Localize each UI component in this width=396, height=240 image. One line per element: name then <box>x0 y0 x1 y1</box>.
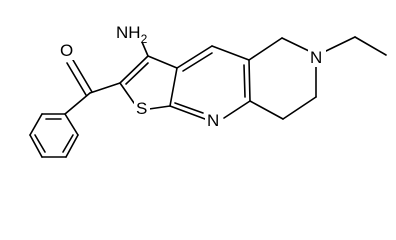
bond-phenyl-3 <box>29 134 43 158</box>
bond-c3-amino <box>141 41 149 57</box>
bond-phenyl-5-inner <box>62 134 74 153</box>
bond-carbonyl-double-a <box>72 59 93 93</box>
bond-pyridine-n-c7a-inner <box>174 102 204 114</box>
amino-nitrogen-symbol: N <box>116 23 128 42</box>
svg-text:NH2: NH2 <box>116 23 148 46</box>
bonds <box>29 36 387 158</box>
bond-pyridine-c4a-c8a-inner <box>243 64 246 98</box>
bond-pyridine-c4a-c8a <box>248 59 251 102</box>
bond-thiophene-c7a-s <box>148 105 171 110</box>
bond-phenyl-carbonyl <box>64 92 91 115</box>
bond-thiophene-c3a-c7a <box>169 67 178 107</box>
piperidine-nitrogen-symbol: N <box>310 48 322 67</box>
bond-thiophene-c2-c3-inner <box>125 62 149 85</box>
bond-thiophene-c3-c3a <box>147 55 178 69</box>
amino-hydrogen-symbol: H <box>128 23 140 42</box>
bond-ring-c4a-c5 <box>248 37 283 61</box>
bond-carbonyl-thiophene <box>89 82 121 94</box>
bond-ethyl-ch2-ch3 <box>354 36 387 56</box>
bond-thiophene-c2-c3 <box>119 55 149 84</box>
bond-phenyl-2 <box>29 113 43 136</box>
pyridine-nitrogen-symbol: N <box>207 111 219 130</box>
bond-n6-ethyl-ch2 <box>325 36 356 52</box>
molecule-structure: NH2 O S N N <box>29 18 387 158</box>
pyridine-nitrogen-label: N <box>205 110 223 130</box>
thiophene-sulfur-label: S <box>134 98 150 118</box>
bond-pyridine-c8a-n <box>223 100 251 119</box>
amino-hydrogen-count: 2 <box>141 32 148 46</box>
bond-thiophene-s-c2 <box>119 82 135 104</box>
atom-labels: NH2 O S N N <box>58 18 326 130</box>
bond-ring-c5-n6 <box>281 37 310 52</box>
bond-ring-c7-c8 <box>282 96 317 120</box>
thiophene-sulfur-symbol: S <box>136 99 147 118</box>
bond-ring-c8-c8a <box>249 100 284 120</box>
piperidine-nitrogen-label: N <box>308 47 326 67</box>
bond-pyridine-c3a-c4-inner <box>182 52 213 72</box>
ketone-oxygen-symbol: O <box>60 41 73 60</box>
bond-phenyl-3-inner <box>34 134 46 153</box>
bond-pyridine-n-c7a <box>169 105 206 120</box>
ketone-oxygen-label: O <box>58 40 74 60</box>
bond-pyridine-c3a-c4 <box>176 45 213 69</box>
bond-phenyl-5 <box>65 134 79 158</box>
bond-carbonyl-double-b <box>66 62 87 96</box>
bond-pyridine-c4-c4a <box>211 45 250 61</box>
bond-phenyl-6 <box>64 113 79 136</box>
amino-group-label: NH2 <box>114 18 150 46</box>
